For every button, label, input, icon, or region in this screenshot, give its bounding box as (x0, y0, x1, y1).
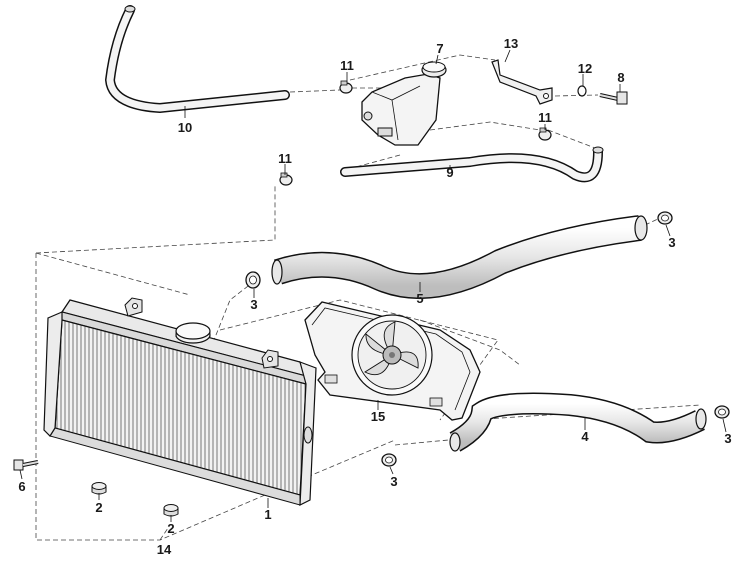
callout-3-right-lower: 3 (724, 431, 731, 446)
hose-10 (104, 5, 290, 114)
callout-11-left: 11 (278, 151, 292, 166)
callout-3-right-upper: 3 (668, 235, 675, 250)
hose-9 (340, 146, 604, 183)
callout-7: 7 (436, 41, 443, 56)
bracket-13 (491, 59, 553, 105)
clamp-11-left (279, 172, 293, 186)
callout-13: 13 (504, 36, 518, 51)
bolt-6 (13, 459, 39, 471)
hose-clamp-3-bottom (381, 453, 397, 467)
callout-3-left: 3 (250, 297, 257, 312)
fan-assembly-15 (304, 301, 481, 421)
grommet-2-left (91, 482, 107, 495)
washer-12 (577, 85, 587, 97)
bolt-8 (599, 91, 628, 105)
callout-11-upper: 11 (340, 58, 354, 73)
hose-clamp-3-left (245, 271, 261, 289)
clamp-11-right (538, 127, 552, 141)
assembly-guide-lines (19, 54, 701, 541)
callout-1: 1 (264, 507, 271, 522)
callout-3-bottom: 3 (390, 474, 397, 489)
callout-2-left: 2 (95, 500, 102, 515)
callout-5: 5 (416, 291, 423, 306)
leader-lines (19, 49, 727, 522)
clamp-11-upper (339, 80, 353, 94)
callout-15: 15 (371, 409, 385, 424)
callout-6: 6 (18, 479, 25, 494)
radiator-1 (43, 297, 317, 506)
lower-hose-4 (449, 392, 707, 452)
callout-12: 12 (578, 61, 592, 76)
callout-10: 10 (178, 120, 192, 135)
upper-hose-5 (271, 215, 648, 299)
reservoir-tank (361, 61, 447, 146)
callout-4: 4 (581, 429, 589, 444)
callout-14: 14 (157, 542, 172, 557)
hose-clamp-3-right-upper (657, 211, 673, 225)
callout-labels: 10 11 7 13 12 8 11 11 9 3 3 5 15 4 3 3 1… (18, 36, 731, 557)
grommet-2-right (163, 504, 179, 517)
callout-9: 9 (446, 165, 453, 180)
callout-2-right: 2 (167, 521, 174, 536)
callout-8: 8 (617, 70, 624, 85)
hose-clamp-3-right-lower (714, 405, 730, 419)
callout-11-right: 11 (538, 110, 552, 125)
